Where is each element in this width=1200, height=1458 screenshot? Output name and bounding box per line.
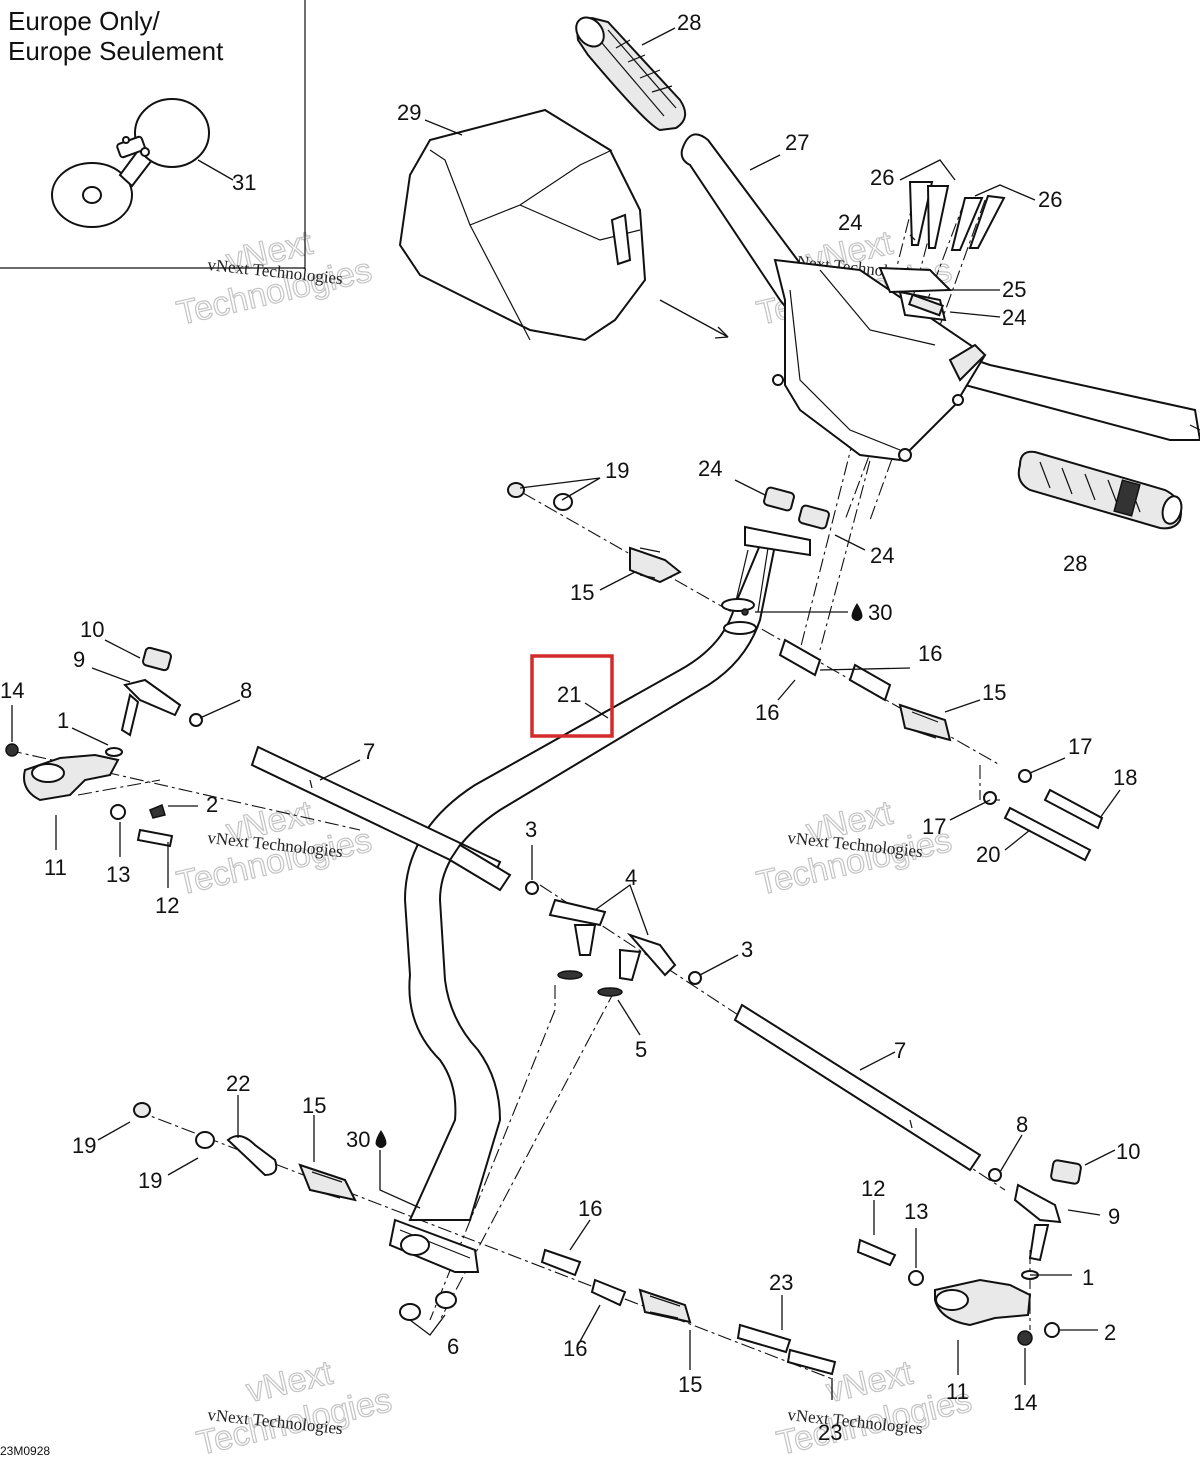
handle-grip-28-right [1017,450,1183,530]
callout-14: 14 [1013,1390,1037,1415]
callout-30: 30 [868,600,892,625]
callout-15: 15 [570,580,594,605]
callout-1: 1 [1082,1265,1094,1290]
highlight-box-21[interactable] [530,654,614,738]
callout-22: 22 [226,1071,250,1096]
callout-26: 26 [870,165,894,190]
handlebar-clamp-bracket [772,258,987,462]
center-tie-rod-ends [448,843,702,997]
callout-3: 3 [525,817,537,842]
steering-column-21 [388,544,777,1273]
callout-7: 7 [894,1038,906,1063]
callout-4: 4 [625,865,637,890]
bolts-26 [908,181,1006,251]
callout-11: 11 [44,855,67,880]
callout-16: 16 [918,641,942,666]
callout-17: 17 [922,814,946,839]
callout-28: 28 [677,10,701,35]
europe-inset: Europe Only/ Europe Seulement [0,0,306,269]
callout-3: 3 [741,937,753,962]
callout-13: 13 [904,1199,928,1224]
callout-8: 8 [1016,1112,1028,1137]
inset-border [0,0,306,269]
callout-17: 17 [1068,734,1092,759]
callout-9: 9 [1108,1204,1120,1229]
callout-29: 29 [397,100,421,125]
oil-drop-icon [375,1130,387,1148]
handle-grip-28-top [575,16,687,132]
callout-25: 25 [1002,277,1026,302]
inset-title-line-1: Europe Only/ [8,6,161,36]
leader-lines [11,27,1121,1400]
callout-10: 10 [80,617,104,642]
callout-19: 19 [138,1168,162,1193]
callout-28: 28 [1063,551,1087,576]
callout-12: 12 [861,1176,885,1201]
drawing-code: 23M0928 [0,1444,50,1458]
lower-link [133,1102,837,1376]
upper-right-link [507,482,1104,862]
callout-24: 24 [698,456,722,481]
callout-23: 23 [769,1270,793,1295]
callout-13: 13 [106,862,130,887]
callout-12: 12 [155,893,179,918]
callout-20: 20 [976,842,1000,867]
callout-27: 27 [785,130,809,155]
callout-6: 6 [447,1334,459,1359]
callout-2: 2 [206,792,218,817]
callout-14: 14 [0,678,24,703]
inset-title-line-2: Europe Seulement [8,36,224,66]
callout-21-highlighted[interactable]: 21 [557,682,581,707]
oil-drop-icon [851,603,863,621]
callout-16: 16 [755,700,779,725]
callout-30: 30 [346,1127,370,1152]
tie-rod-7-right [733,1003,982,1172]
callout-19: 19 [72,1133,96,1158]
watermark-bottom-left: vNext Technologies [193,1353,396,1458]
callout-9: 9 [73,647,85,672]
callout-26: 26 [1038,187,1062,212]
callout-16: 16 [578,1196,602,1221]
callout-24: 24 [1002,305,1026,330]
right-tie-rod-end [856,1159,1082,1346]
callout-15: 15 [302,1093,326,1118]
callout-labels: 31 29 28 28 27 26 26 25 24 24 24 24 19 1… [0,10,1140,1445]
callout-24: 24 [838,210,862,235]
callout-15: 15 [678,1372,702,1397]
callout-31: 31 [232,170,256,195]
callout-11: 11 [946,1379,969,1404]
callout-5: 5 [635,1037,647,1062]
highlight-frame[interactable] [530,654,614,738]
upper-column-collar [721,486,830,635]
pad-29 [398,108,729,342]
callout-15: 15 [982,680,1006,705]
leader-31 [197,159,234,181]
callout-24: 24 [870,543,894,568]
callout-19: 19 [605,458,629,483]
callout-16: 16 [563,1336,587,1361]
left-tie-rod-end [5,646,203,848]
callout-18: 18 [1113,765,1137,790]
callout-8: 8 [240,678,252,703]
callout-2: 2 [1104,1320,1116,1345]
callout-1: 1 [57,708,69,733]
callout-7: 7 [363,739,375,764]
horn-31 [51,98,210,228]
callout-10: 10 [1116,1139,1140,1164]
callout-23: 23 [818,1420,842,1445]
